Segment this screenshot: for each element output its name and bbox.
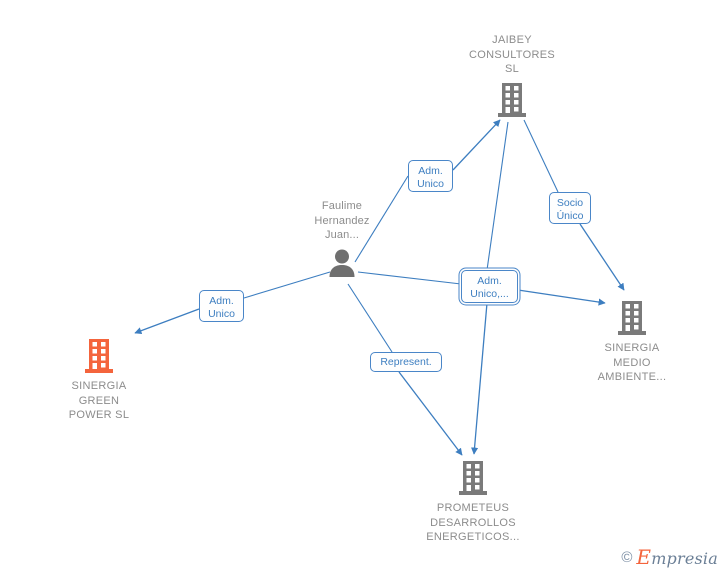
node-label-person: Faulime Hernandez Juan... [314, 200, 370, 241]
company-building-icon-highlighted [85, 339, 113, 373]
brand-initial: E [636, 545, 652, 569]
edge-badge-adm-unico-multiple[interactable]: Adm. Unico,... [461, 270, 518, 303]
edge-jaibey-to-center-badge [486, 121, 509, 271]
node-label-sinergia-green-power: SINERGIA GREEN POWER SL [68, 380, 130, 421]
edge-jaibey-to-medio-a [523, 119, 559, 193]
node-prometeus-desarrollos[interactable]: PROMETEUS DESARROLLOS ENERGETICOS... [413, 459, 533, 545]
copyright-icon: © [621, 548, 633, 566]
edge-person-to-green-b [134, 308, 200, 335]
edge-person-to-prometeus-a [347, 283, 393, 353]
node-label-jaibey: JAIBEY CONSULTORES SL [468, 34, 556, 75]
person-avatar-icon [329, 249, 355, 277]
empresia-brand-text: Empresia [636, 547, 718, 567]
edge-badge-representante[interactable]: Represent. [370, 352, 442, 372]
node-sinergia-medio-ambiente[interactable]: SINERGIA MEDIO AMBIENTE... [572, 299, 692, 385]
edge-badge-adm-unico-jaibey[interactable]: Adm. Unico [408, 160, 453, 192]
company-building-icon [618, 301, 646, 335]
edge-person-to-jaibey-b [452, 119, 501, 171]
edge-jaibey-to-medio-b [579, 223, 625, 291]
edge-person-to-prometeus-b [398, 371, 463, 456]
edge-center-badge-to-prometeus [470, 302, 488, 455]
empresia-watermark: © Empresia [621, 547, 718, 567]
node-label-sinergia-medio-ambiente: SINERGIA MEDIO AMBIENTE... [597, 342, 667, 383]
company-building-icon [498, 82, 526, 117]
node-sinergia-green-power[interactable]: SINERGIA GREEN POWER SL [39, 337, 159, 423]
brand-rest: mpresia [651, 549, 718, 568]
node-jaibey-consultores[interactable]: JAIBEY CONSULTORES SL [452, 33, 572, 119]
edge-badge-socio-unico[interactable]: Socio Único [549, 192, 591, 224]
company-building-icon [459, 461, 487, 495]
edge-badge-adm-unico-green-power[interactable]: Adm. Unico [199, 290, 244, 322]
node-person-faulime-hernandez[interactable]: Faulime Hernandez Juan... [282, 199, 402, 278]
node-label-prometeus-desarrollos: PROMETEUS DESARROLLOS ENERGETICOS... [426, 502, 520, 543]
